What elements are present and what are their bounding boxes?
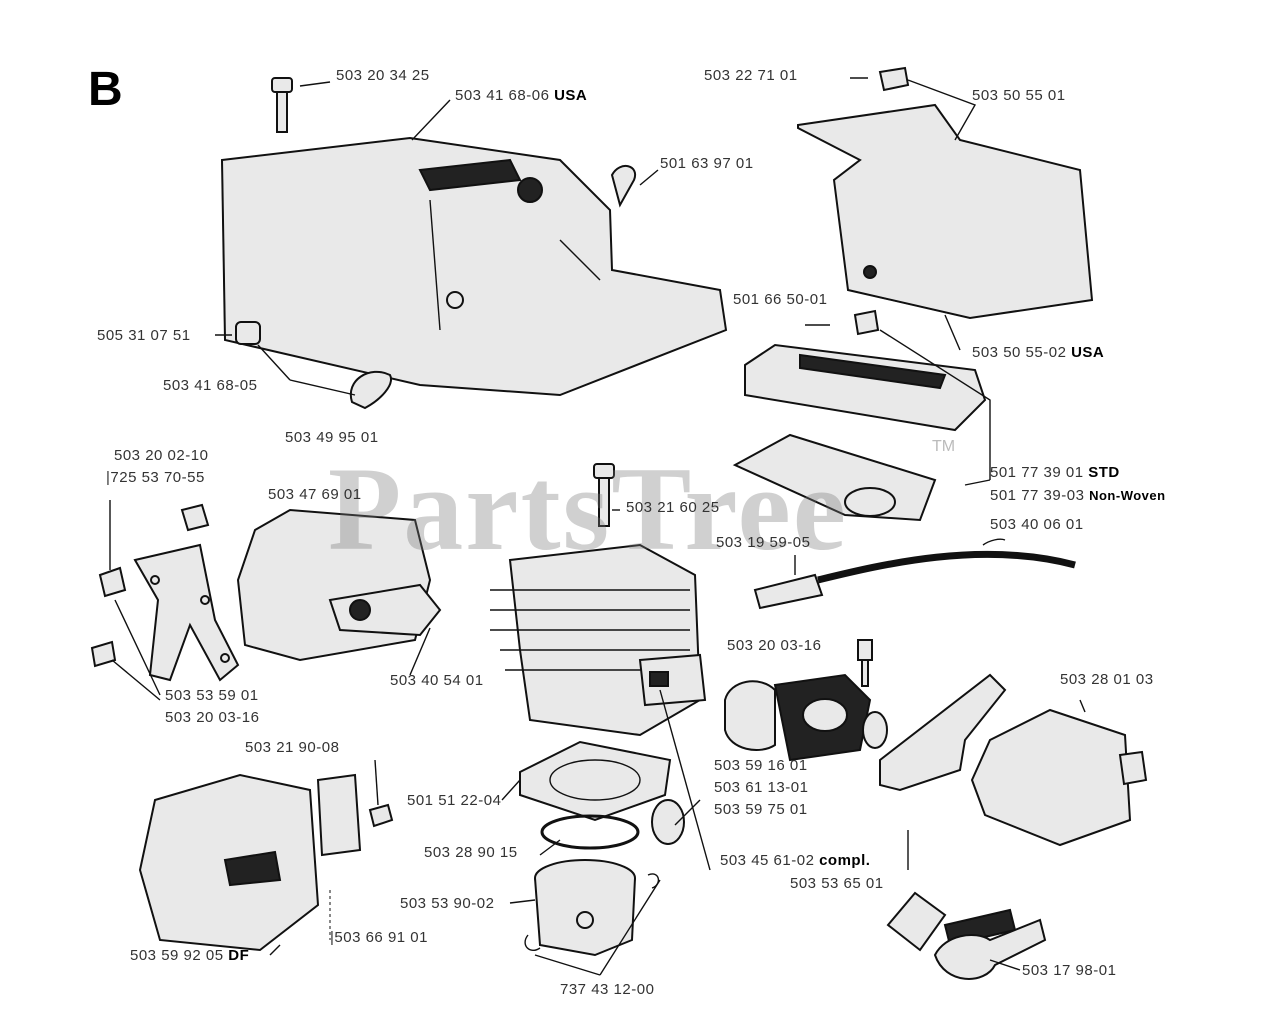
tool-illustration (886, 891, 1047, 980)
part-label-503-21-60-25: 503 21 60 25 (626, 499, 720, 516)
part-label-501-77-39-03: 501 77 39-03 Non-Woven (990, 487, 1166, 504)
fuel-hose-illustration (817, 550, 1076, 584)
part-label-501-66-50-01: 501 66 50-01 (733, 291, 828, 308)
needle-bearing-illustration (651, 799, 685, 845)
part-label-503-53-90-02: 503 53 90-02 (400, 895, 495, 912)
part-label-503-47-69-01: 503 47 69 01 (268, 486, 362, 503)
muffler-illustration (236, 508, 442, 662)
part-label-501-63-97-01: 501 63 97 01 (660, 155, 754, 172)
piston-illustration (524, 859, 659, 957)
part-label-503-59-75-01: 503 59 75 01 (714, 801, 808, 818)
carburetor-illustration (970, 708, 1148, 847)
part-label-503-53-65-01: 503 53 65 01 (790, 875, 884, 892)
part-label-725-53-70-55: |725 53 70-55 (106, 469, 205, 486)
part-label-503-20-03-16-b: 503 20 03-16 (165, 709, 260, 726)
air-filter-illustration (732, 343, 987, 522)
part-label-503-61-13-01: 503 61 13-01 (714, 779, 809, 796)
part-label-503-22-71-01: 503 22 71 01 (704, 67, 798, 84)
top-cover-illustration (220, 136, 728, 397)
part-label-503-40-54-01: 503 40 54 01 (390, 672, 484, 689)
part-label-503-20-34-25: 503 20 34 25 (336, 67, 430, 84)
cap-illustration-2 (853, 309, 880, 336)
watermark: PartsTree (328, 442, 848, 575)
valve-illustration (349, 370, 392, 410)
part-label-503-49-95-01: 503 49 95 01 (285, 429, 379, 446)
part-label-503-45-61-02: 503 45 61-02 compl. (720, 852, 871, 869)
part-label-501-77-39-01: 501 77 39 01 STD (990, 464, 1120, 481)
part-label-503-66-91-01: |503 66 91 01 (330, 929, 428, 946)
knob-illustration (610, 165, 637, 208)
intake-illustration (724, 639, 888, 762)
grommet-illustration (235, 321, 261, 345)
part-label-503-59-92-05: 503 59 92 05 DF (130, 947, 250, 964)
part-label-501-51-22-04: 501 51 22-04 (407, 792, 502, 809)
part-label-503-50-55-02: 503 50 55-02 USA (972, 344, 1105, 361)
fuel-filter-illustration (753, 573, 824, 610)
part-label-503-50-55-01: 503 50 55 01 (972, 87, 1066, 104)
cylinder-illustration (490, 543, 707, 737)
muffler-cover-illustration (138, 773, 394, 952)
part-label-503-41-68-06: 503 41 68-06 USA (455, 87, 588, 104)
part-label-503-53-59-01: 503 53 59 01 (165, 687, 259, 704)
part-label-503-17-98-01: 503 17 98-01 (1022, 962, 1117, 979)
part-label-503-20-02-10: 503 20 02-10 (114, 447, 209, 464)
part-label-503-20-03-16-a: 503 20 03-16 (727, 637, 822, 654)
part-label-503-28-01-03: 503 28 01 03 (1060, 671, 1154, 688)
filter-cover-illustration (797, 103, 1094, 320)
bolt-illustration-1 (271, 77, 293, 133)
part-label-503-40-06-01: 503 40 06 01 (990, 516, 1084, 533)
piston-ring-illustration (540, 814, 640, 850)
section-letter: B (88, 63, 123, 116)
cap-illustration-1 (878, 66, 910, 92)
part-label-503-28-90-15: 503 28 90 15 (424, 844, 518, 861)
part-label-503-21-90-08: 503 21 90-08 (245, 739, 340, 756)
bolt-illustration-2 (593, 463, 615, 527)
gasket-illustration (519, 740, 672, 822)
leader-lines (109, 77, 1086, 976)
bracket-illustration (90, 503, 240, 682)
part-label-737-43-12-00: 737 43 12-00 (560, 981, 655, 998)
watermark-trademark: TM (932, 438, 956, 455)
part-label-503-59-16-01: 503 59 16 01 (714, 757, 808, 774)
carb-bracket-illustration (879, 673, 1007, 792)
part-label-503-19-59-05: 503 19 59-05 (716, 534, 811, 551)
part-label-505-31-07-51: 505 31 07 51 (97, 327, 191, 344)
part-label-503-41-68-05: 503 41 68-05 (163, 377, 258, 394)
